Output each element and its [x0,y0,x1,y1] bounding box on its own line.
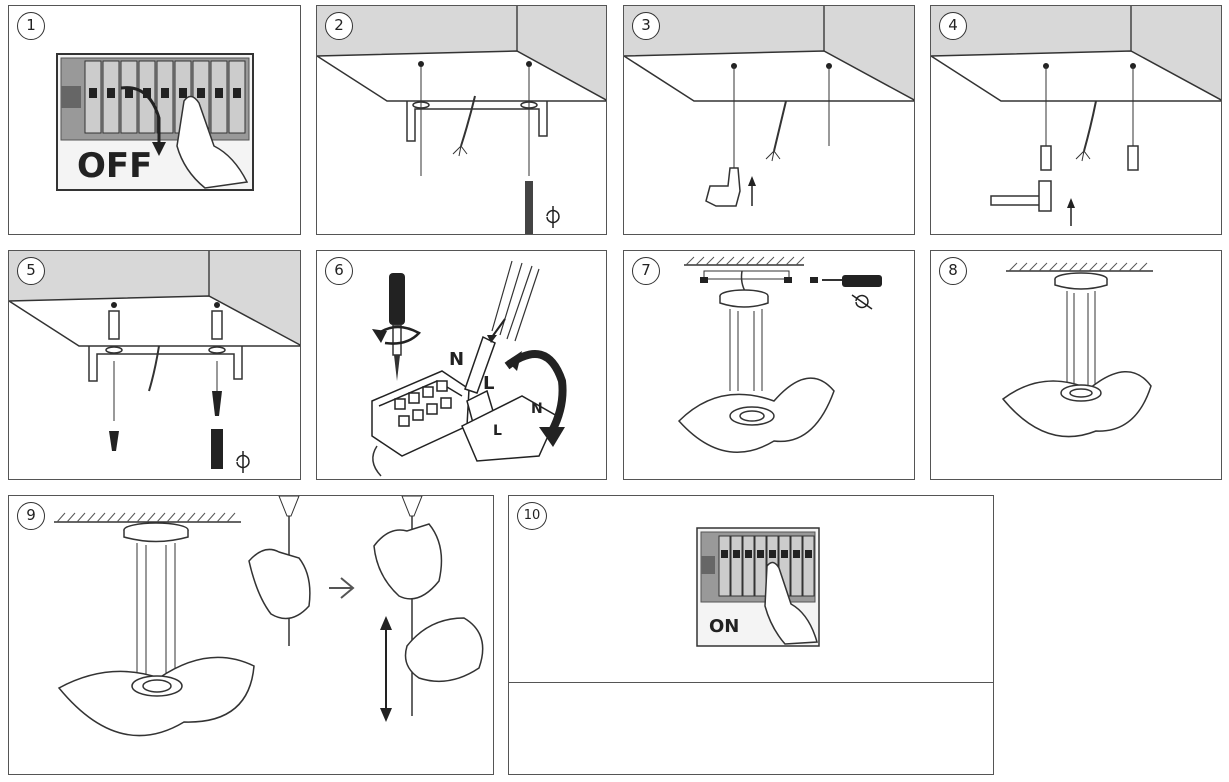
hand-icon [176,95,249,189]
step-number: 9 [17,502,45,530]
step-7-panel: 7 [623,250,915,480]
arrow-icon [120,86,161,148]
fix-bracket-illustration [9,251,300,473]
step-number: 5 [17,257,45,285]
step-3-panel: 3 [623,5,915,235]
step-8-panel: 8 [930,250,1222,480]
step-2-panel: 2 [316,5,607,235]
step-5-panel: 5 [8,250,301,480]
step-number: 8 [939,257,967,285]
off-label: OFF [77,146,153,186]
hammer-icon [990,180,1052,212]
screwdriver-icon [211,429,223,469]
hand-icon [373,523,443,600]
bracket-icon [406,101,548,142]
step-number: 10 [517,502,547,530]
terminal-block-icon [371,370,470,457]
cover-label-l: L [493,423,502,439]
screwdriver-icon [822,275,882,287]
arrow-icon [504,350,567,433]
ceiling-mount-illustration [317,6,606,234]
breaker-on-illustration [696,527,820,647]
circuit-breaker-icon [718,535,815,597]
connector-icon [464,335,496,394]
step-number: 2 [325,12,353,40]
lamp-mounted-illustration [1001,262,1153,438]
arrow-icon [329,577,355,599]
step-number: 4 [939,12,967,40]
insert-anchor-illustration [624,6,914,207]
hand-icon [404,617,484,683]
anchor-icon [705,167,741,207]
wiring-illustration [371,260,567,477]
panel-divider [509,682,993,683]
terminal-label-l: L [483,373,495,394]
rotate-icon [236,454,250,469]
step-number: 6 [325,257,353,285]
step-number: 3 [632,12,660,40]
adjust-height-illustration [54,496,484,737]
step-number: 1 [17,12,45,40]
circuit-breaker-icon [84,60,246,134]
rotate-icon [546,209,560,224]
step-10-panel: 10 ON [508,495,994,775]
terminal-label-n: N [449,349,465,370]
hand-icon [248,548,311,620]
cover-label-n: N [531,401,543,417]
step-number: 7 [632,257,660,285]
pendant-lamp-icon [57,522,255,737]
attach-canopy-illustration [677,256,882,453]
screw-icon [212,391,222,416]
hand-icon [764,561,818,645]
step-1-panel: 1 OFF [8,5,301,235]
breaker-off-illustration [56,53,254,191]
screwdriver-icon [389,273,405,381]
step-4-panel: 4 [930,5,1222,235]
step-6-panel: 6 N L L N [316,250,607,480]
arrow-icon [491,318,506,338]
on-label: ON [709,616,740,637]
pendant-lamp-icon [677,289,835,453]
drill-icon [525,181,560,234]
rotate-icon [378,325,422,345]
screw-icon [109,431,119,451]
hammer-anchor-illustration [931,6,1221,226]
rotate-icon [855,294,869,309]
bracket-icon [88,346,243,382]
pendant-lamp-icon [1001,272,1152,438]
step-9-panel: 9 [8,495,494,775]
